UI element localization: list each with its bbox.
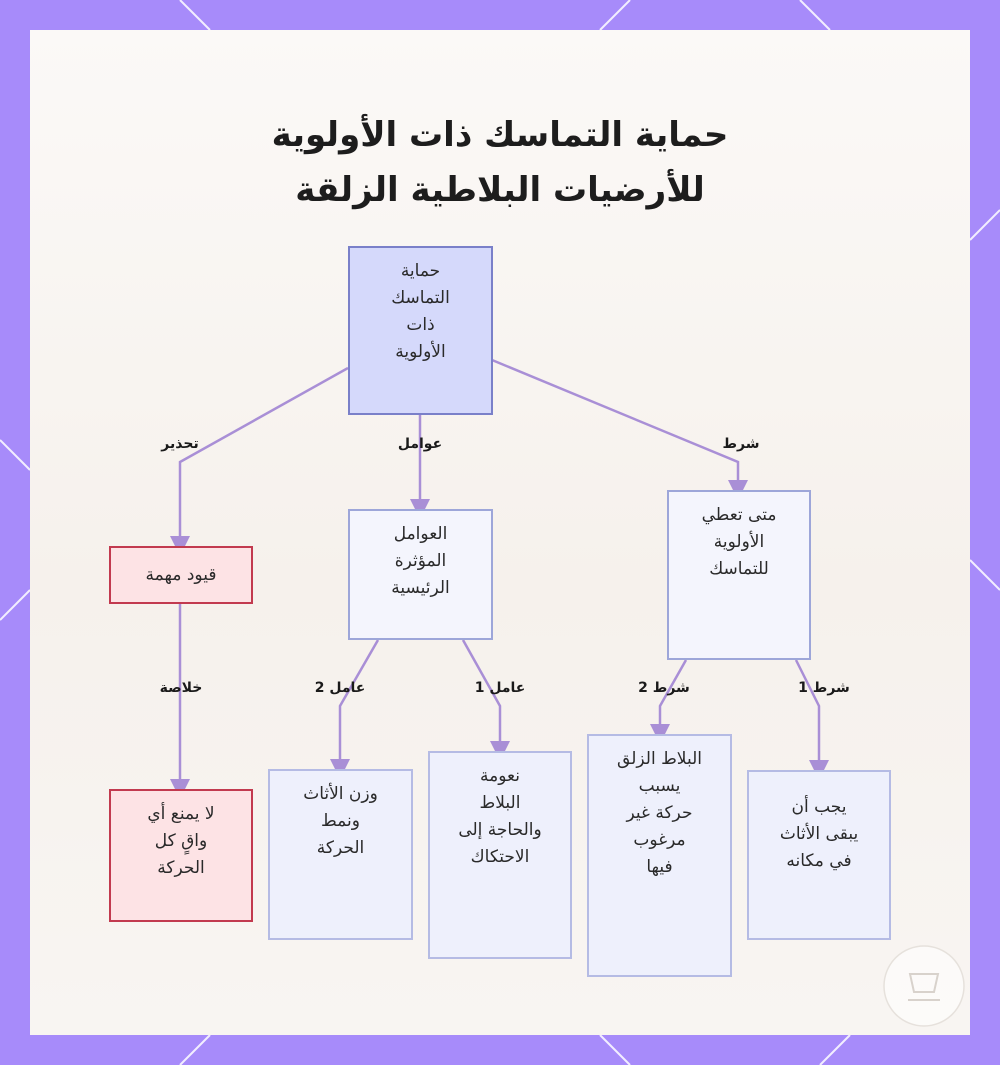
edge-label-condition: شرط	[722, 436, 760, 452]
node-cond1-text: يجب أن يبقى الأثاث في مكانه	[779, 797, 859, 871]
edge-factors-factor1	[461, 639, 510, 761]
node-root-text: حماية التماسك ذات الأولوية	[391, 261, 450, 362]
edge-root-condition	[491, 358, 748, 500]
edge-condition-cond2	[650, 659, 688, 744]
edge-label-factors: عوامل	[397, 436, 443, 452]
node-root: حماية التماسك ذات الأولوية	[348, 246, 493, 415]
title-line-1: حماية التماسك ذات الأولوية	[271, 115, 729, 155]
edge-label-factor1: عامل 1	[474, 680, 526, 696]
node-conclusion: لا يمنع أي واقٍ كل الحركة	[109, 789, 253, 922]
edge-label-conclusion: خلاصة	[159, 680, 203, 696]
node-caution: قيود مهمة	[109, 546, 253, 604]
edge-factors-factor2	[330, 639, 380, 779]
diagram-title: حماية التماسك ذات الأولوية للأرضيات البل…	[30, 108, 970, 218]
edge-label-caution: تحذير	[161, 436, 199, 452]
node-conclusion-text: لا يمنع أي واقٍ كل الحركة	[147, 804, 215, 878]
node-caution-text: قيود مهمة	[145, 564, 217, 585]
node-factor2-text: وزن الأثاث ونمط الحركة	[303, 784, 378, 858]
node-cond1: يجب أن يبقى الأثاث في مكانه	[747, 770, 891, 940]
edge-label-cond2: شرط 2	[638, 680, 690, 696]
node-cond2: البلاط الزلق يسبب حركة غير مرغوب فيها	[587, 734, 732, 977]
edge-label-cond1: شرط 1	[798, 680, 850, 696]
edge-label-factor2: عامل 2	[314, 680, 366, 696]
node-factors: العوامل المؤثرة الرئيسية	[348, 509, 493, 640]
title-line-2: للأرضيات البلاطية الزلقة	[295, 170, 705, 210]
node-factor1: نعومة البلاط والحاجة إلى الاحتكاك	[428, 751, 572, 959]
edge-condition-cond1	[794, 659, 829, 780]
node-factor2: وزن الأثاث ونمط الحركة	[268, 769, 413, 940]
node-condition: متى تعطي الأولوية للتماسك	[667, 490, 811, 660]
node-cond2-text: البلاط الزلق يسبب حركة غير مرغوب فيها	[617, 749, 702, 877]
node-factors-text: العوامل المؤثرة الرئيسية	[391, 524, 450, 598]
edge-root-caution	[170, 366, 349, 556]
node-condition-text: متى تعطي الأولوية للتماسك	[701, 505, 777, 579]
brand-logo-icon	[883, 945, 965, 1027]
node-factor1-text: نعومة البلاط والحاجة إلى الاحتكاك	[458, 766, 542, 867]
